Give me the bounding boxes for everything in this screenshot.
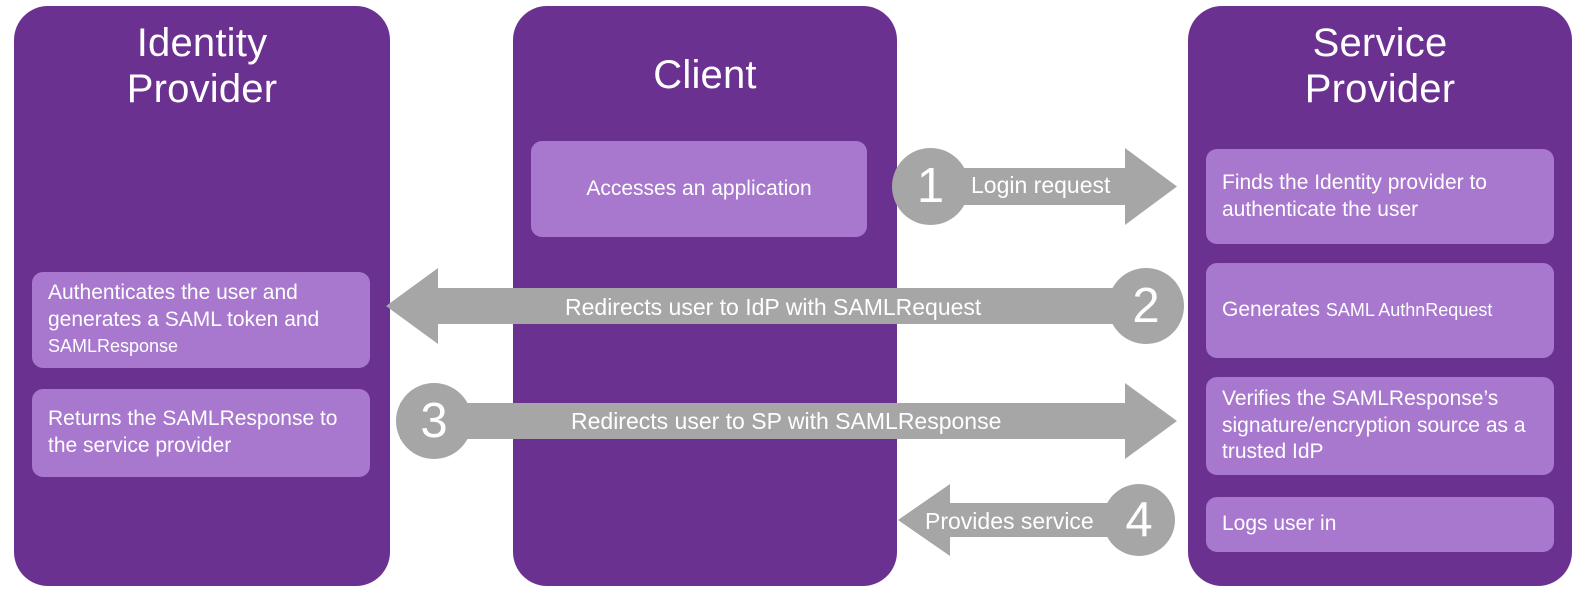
idp-step-text-small: SAMLResponse [48, 336, 179, 357]
flow-step-number-2: 2 [1132, 278, 1160, 333]
panel-title-client-line-1: Client [653, 53, 757, 97]
idp-step-text-main: Authenticates the user and generates a S… [48, 280, 320, 331]
flow-label-4: Provides service [925, 508, 1094, 534]
flow-label-1: Login request [971, 172, 1111, 198]
sp-step-box-verifies: Verifies the SAMLResponse’s signature/en… [1206, 377, 1554, 475]
flow-arrow-1 [955, 148, 1177, 225]
panel-identity-provider: Identity Provider Authenticates the user… [14, 6, 390, 586]
flow-label-2: Redirects user to IdP with SAMLRequest [565, 294, 982, 320]
arrow-left-icon-2 [386, 268, 1170, 344]
flow-step-circle-4: 4 [1103, 484, 1175, 556]
panel-title-sp-line-1: Service [1312, 21, 1448, 65]
panel-title-service-provider: Service Provider [1188, 20, 1572, 112]
flow-step-circle-3: 3 [396, 383, 472, 459]
arrow-right-icon-1 [955, 148, 1177, 225]
flow-arrow-4 [898, 484, 1148, 556]
flow-step-number-3: 3 [420, 393, 448, 448]
sp-step-finds-main: Finds the Identity provider to authentic… [1222, 170, 1487, 221]
client-step-box-accesses-text: Accesses an application [586, 176, 811, 203]
sp-step-box-verifies-text: Verifies the SAMLResponse’s signature/en… [1222, 386, 1538, 467]
panel-title-client: Client [513, 52, 897, 98]
sp-step-box-generates: Generates SAML AuthnRequest [1206, 263, 1554, 358]
sp-step-box-finds-idp-text: Finds the Identity provider to authentic… [1222, 170, 1538, 224]
flow-step-circle-2: 2 [1108, 268, 1184, 344]
panel-title-identity-provider: Identity Provider [14, 20, 390, 112]
flow-arrow-3 [400, 383, 1177, 459]
client-step-accesses-main: Accesses an application [586, 176, 812, 200]
sp-step-box-generates-text: Generates SAML AuthnRequest [1222, 297, 1492, 324]
idp-step-box-returns: Returns the SAMLResponse to the service … [32, 389, 370, 477]
sp-step-logs-main: Logs user in [1222, 512, 1337, 536]
arrow-left-icon-4 [898, 484, 1148, 556]
idp-step-box-returns-text: Returns the SAMLResponse to the service … [48, 406, 354, 460]
flow-step-number-4: 4 [1125, 492, 1153, 547]
idp-step-box-authenticates-text: Authenticates the user and generates a S… [48, 280, 354, 361]
flow-step-number-1: 1 [916, 159, 945, 213]
sp-step-box-logs-user-in-text: Logs user in [1222, 511, 1336, 538]
idp-step-returns-main: Returns the SAMLResponse to the service … [48, 407, 338, 457]
flow-arrow-2 [386, 268, 1170, 344]
sp-step-generates-main: Generates [1222, 298, 1326, 322]
panel-title-line-2: Provider [126, 67, 278, 111]
flow-label-3: Redirects user to SP with SAMLResponse [571, 408, 1002, 434]
sp-step-box-logs-user-in: Logs user in [1206, 497, 1554, 552]
sp-step-generates-small: SAML AuthnRequest [1325, 300, 1493, 321]
panel-title-line-1: Identity [136, 21, 268, 65]
arrow-right-icon-3 [400, 383, 1177, 459]
client-step-box-accesses: Accesses an application [531, 141, 867, 237]
panel-service-provider: Service Provider Finds the Identity prov… [1188, 6, 1572, 586]
sp-step-box-finds-idp: Finds the Identity provider to authentic… [1206, 149, 1554, 244]
flow-step-circle-1: 1 [892, 148, 969, 225]
panel-title-sp-line-2: Provider [1304, 67, 1456, 111]
idp-step-box-authenticates: Authenticates the user and generates a S… [32, 272, 370, 368]
sp-step-verifies-main: Verifies the SAMLResponse’s signature/en… [1222, 386, 1526, 464]
